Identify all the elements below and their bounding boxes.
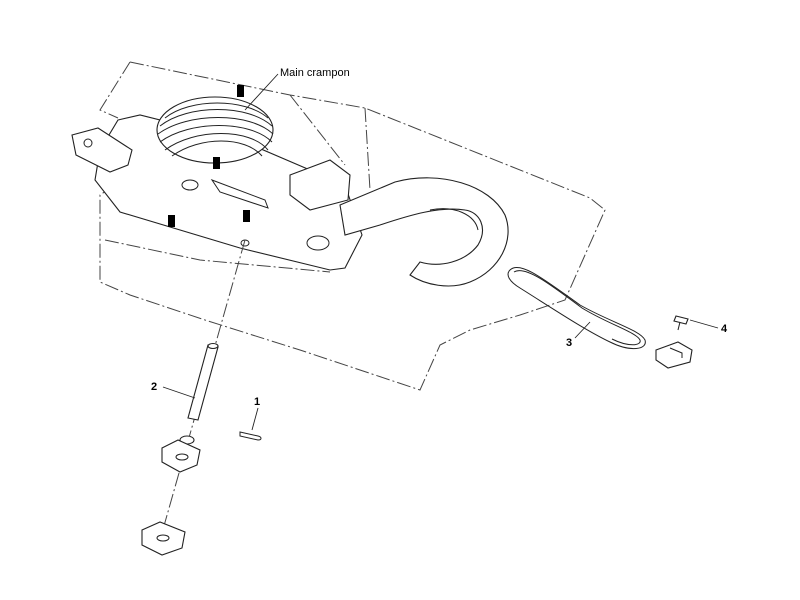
wire-loop-part-3: 3 — [507, 266, 646, 349]
callout-2-label: 2 — [151, 381, 157, 393]
clip-block — [655, 341, 693, 369]
main-crampon-body — [71, 85, 509, 287]
callout-4-label: 4 — [721, 323, 728, 335]
pin-part-2: 2 — [151, 342, 219, 421]
nut-block — [161, 439, 201, 473]
base-block — [141, 521, 186, 556]
cotter-pin-part-1: 1 — [239, 396, 262, 441]
callout-main-crampon: Main crampon — [244, 67, 350, 111]
callout-3-label: 3 — [566, 337, 572, 349]
callout-main-crampon-label: Main crampon — [280, 67, 350, 79]
main-crampon-phantom-outline — [99, 61, 606, 391]
callout-1-label: 1 — [254, 396, 260, 408]
screw-part-4: 4 — [673, 315, 728, 335]
